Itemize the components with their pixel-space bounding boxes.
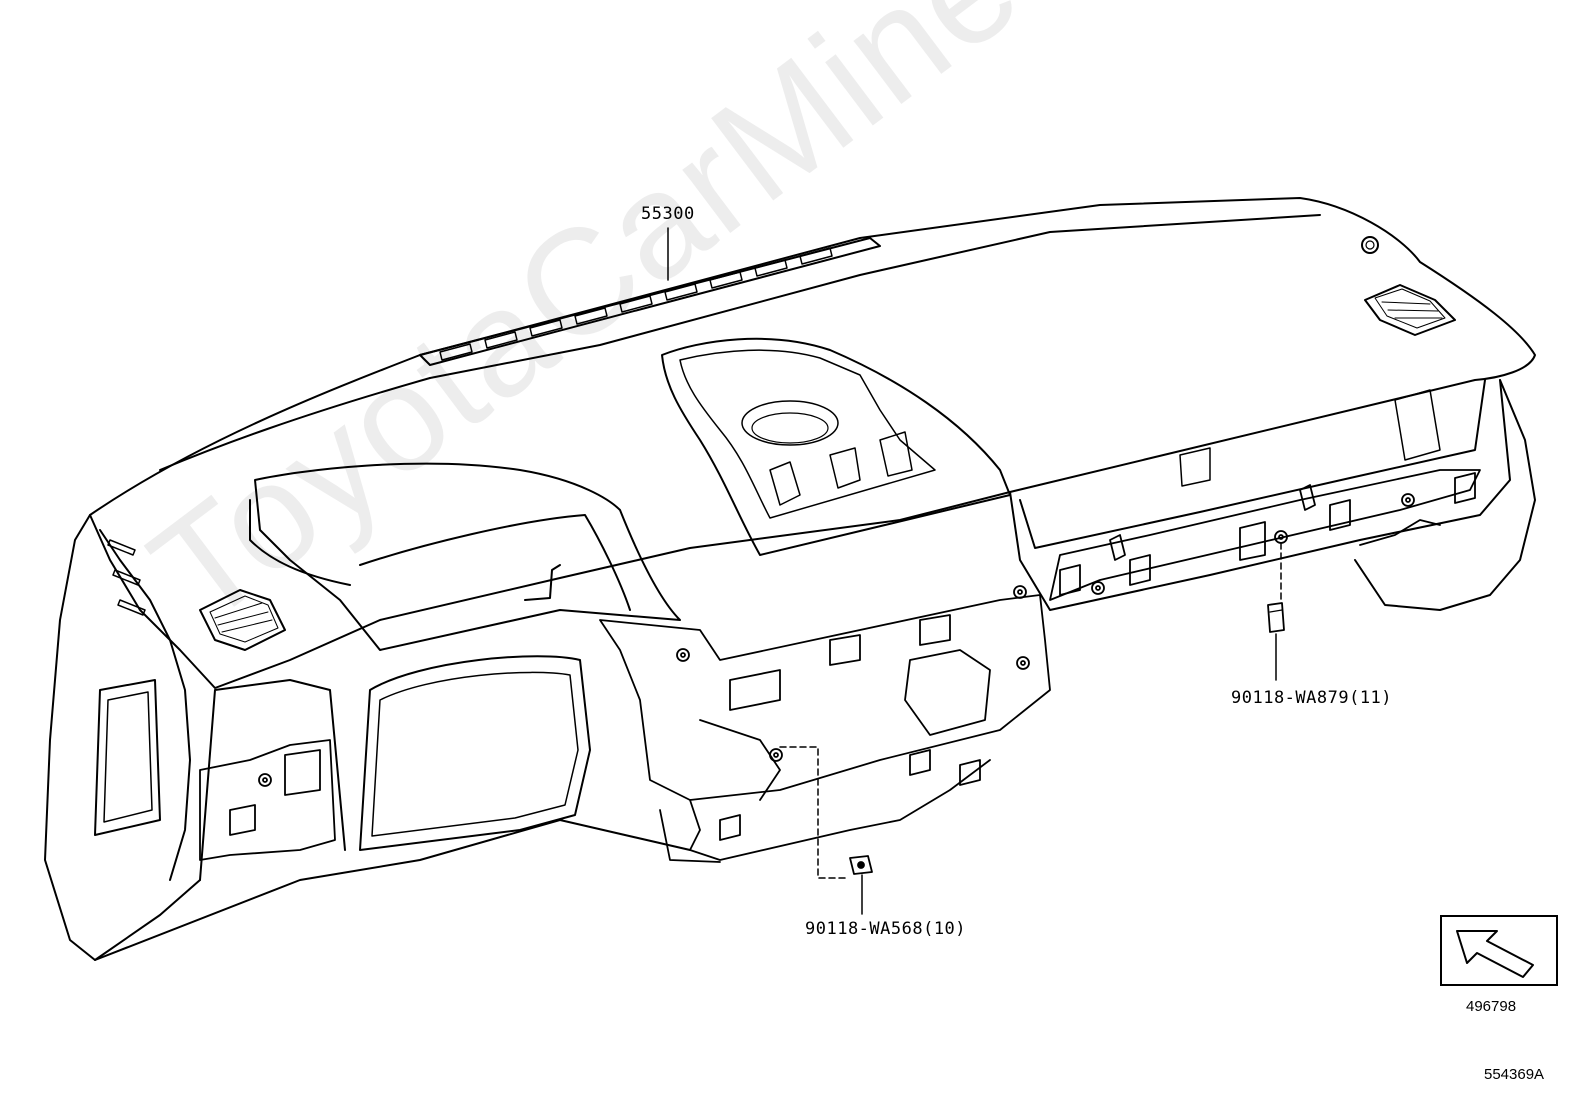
left-air-vent <box>199 589 286 651</box>
part-label-dashboard-panel[interactable]: 55300 <box>641 204 695 224</box>
center-stack-opening <box>661 337 1011 556</box>
dashboard-panel-drawing <box>44 197 1536 961</box>
part-label-clip-right[interactable]: 90118-WA879(11) <box>1231 688 1393 708</box>
nav-arrow-box <box>1440 915 1558 986</box>
illustration-ref-code: 554369A <box>1484 1066 1545 1083</box>
leader-lines <box>667 227 1282 915</box>
right-air-vent <box>1364 284 1456 336</box>
part-label-clip-center[interactable]: 90118-WA568(10) <box>805 919 967 939</box>
clip-right-drawing <box>1267 602 1285 633</box>
clip-center-drawing <box>849 855 873 875</box>
nav-ref-code: 496798 <box>1466 998 1517 1015</box>
reinforcement-brackets <box>199 469 1481 863</box>
defroster-vents <box>439 247 833 361</box>
